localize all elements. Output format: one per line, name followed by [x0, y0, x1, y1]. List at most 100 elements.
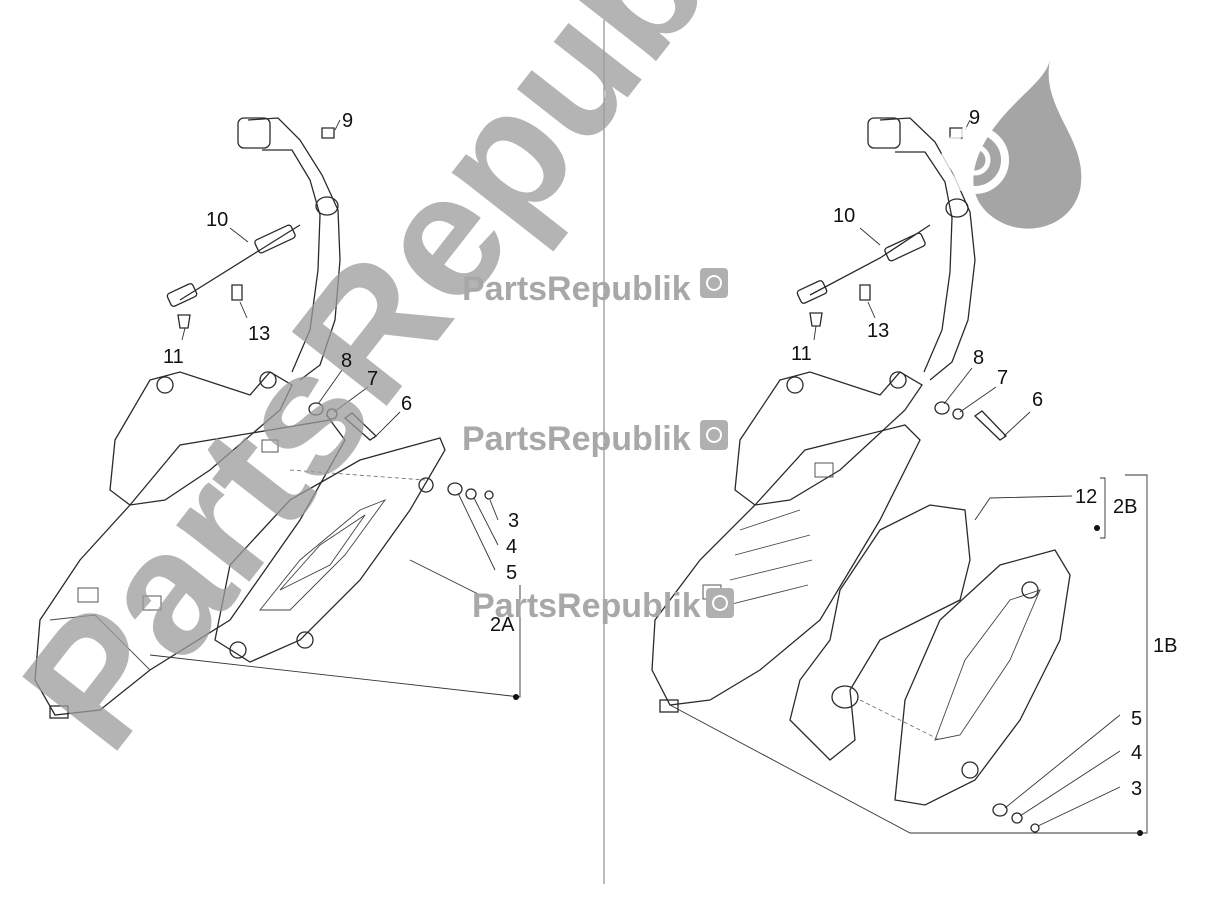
left-bracket-hole-b	[259, 371, 277, 389]
left-heat-shield-slot-b	[279, 514, 366, 591]
left-label-13: 13	[248, 323, 270, 345]
right-clip-13	[859, 284, 871, 301]
right-label-8: 8	[973, 347, 984, 369]
right-header-pipe-inner	[895, 151, 953, 373]
left-part-9	[321, 127, 335, 139]
right-shield-dash	[859, 699, 941, 741]
left-screw-3	[484, 490, 494, 500]
right-washer-4	[1011, 812, 1023, 824]
right-bracket-hole-a	[786, 376, 804, 394]
right-label-12: 12	[1075, 486, 1097, 508]
gear-icon	[700, 268, 734, 618]
watermark-small-c: PartsRepublik	[472, 587, 701, 625]
right-gasket-hole	[831, 685, 859, 709]
left-heat-shield	[214, 437, 446, 663]
right-label-5: 5	[1131, 708, 1142, 730]
left-muffler-clip-a	[77, 587, 99, 603]
right-screw-3	[1030, 823, 1040, 833]
right-label-13: 13	[867, 320, 889, 342]
right-washer-7	[952, 408, 964, 420]
left-heat-shield-slot-a	[259, 499, 387, 611]
right-heat-gasket-12	[789, 504, 971, 761]
left-group-bracket	[149, 585, 521, 698]
left-label-6: 6	[401, 393, 412, 415]
right-label-3: 3	[1131, 778, 1142, 800]
left-sensor-port	[315, 196, 339, 216]
left-lambda-sensor	[254, 224, 296, 254]
left-bracket-hole-a	[156, 376, 174, 394]
left-bracket	[109, 371, 293, 506]
left-lambda-connector	[166, 283, 198, 307]
left-muffler-clip-b	[142, 595, 162, 611]
left-clip-13	[231, 284, 243, 301]
left-muffler-endcap	[49, 614, 151, 671]
left-assembly	[34, 117, 521, 719]
left-label-2A: 2A	[490, 614, 515, 636]
left-label-7: 7	[367, 368, 378, 390]
watermark-small-b: PartsRepublik	[462, 420, 691, 458]
left-washer-7	[326, 408, 338, 420]
right-bolt-6	[973, 410, 1008, 441]
left-clip-11	[177, 314, 191, 329]
right-label-4: 4	[1131, 742, 1142, 764]
left-pipe-flange	[237, 117, 271, 149]
right-shield-hole-b	[961, 761, 979, 779]
right-label-10: 10	[833, 205, 855, 227]
right-clip-11	[809, 312, 823, 327]
right-1b-bracket	[1125, 474, 1148, 834]
left-washer-4	[465, 488, 477, 500]
left-header-pipe	[247, 117, 341, 381]
left-label-9: 9	[342, 110, 353, 132]
right-2b-bracket	[1100, 477, 1106, 539]
right-label-7: 7	[997, 367, 1008, 389]
right-bracket	[734, 371, 923, 506]
left-muffler-clip-c	[261, 439, 279, 453]
right-part-9	[949, 127, 963, 139]
watermark-small-a: PartsRepublik	[462, 270, 691, 308]
right-sensor-port	[945, 198, 969, 218]
right-2b-dot	[1094, 525, 1100, 531]
left-shield-hole-a	[229, 641, 247, 659]
right-label-2B: 2B	[1113, 496, 1137, 518]
left-tailpipe	[49, 705, 69, 719]
right-washer-8	[934, 401, 950, 415]
left-group-dot	[513, 694, 519, 700]
right-label-9: 9	[969, 107, 980, 129]
watermark-layer: PartsRepublik PartsRepublik PartsRepubli…	[0, 0, 1082, 783]
left-labels: 9 10 11 13 8 7 6 3 4 5 2A	[163, 110, 519, 636]
left-header-pipe-inner	[262, 149, 321, 373]
oil-drop-icon	[941, 60, 1082, 229]
right-muffler-body	[651, 424, 921, 706]
left-shield-hole-c	[418, 477, 434, 493]
left-lambda-cable	[179, 224, 301, 301]
left-shield-hole-b	[296, 631, 314, 649]
watermark-big: PartsRepublik	[0, 0, 865, 783]
right-bracket-hole-b	[889, 371, 907, 389]
left-shield-dash	[289, 469, 426, 481]
right-tailpipe	[659, 699, 679, 713]
right-label-11: 11	[791, 343, 812, 365]
left-label-8: 8	[341, 350, 352, 372]
right-heat-shield	[894, 549, 1071, 806]
right-assembly	[651, 117, 1148, 836]
right-pipe-flange	[867, 117, 901, 149]
right-shield-hole-a	[1021, 581, 1039, 599]
left-label-10: 10	[206, 209, 228, 231]
left-label-5: 5	[506, 562, 517, 584]
right-muffler-ribs	[727, 509, 813, 606]
right-heat-shield-slot-a	[934, 589, 1041, 741]
left-bushing-5	[447, 482, 463, 496]
left-washer-8	[308, 402, 324, 416]
right-lambda-sensor	[884, 232, 926, 262]
right-label-6: 6	[1032, 389, 1043, 411]
right-lambda-connector	[796, 280, 828, 304]
right-bushing-5	[992, 803, 1008, 817]
right-labels: 9 10 11 13 8 7 6 12 2B 1B 5 4 3	[791, 107, 1177, 800]
left-label-4: 4	[506, 536, 517, 558]
left-label-11: 11	[163, 346, 184, 368]
right-muffler-clip-a	[814, 462, 834, 478]
right-label-1B: 1B	[1153, 635, 1177, 657]
left-label-3: 3	[508, 510, 519, 532]
